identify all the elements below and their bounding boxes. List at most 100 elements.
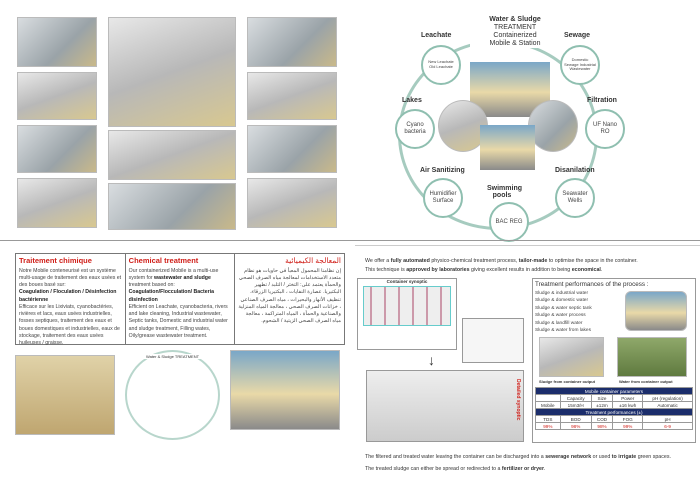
sewage-node: Domestic Sewage Industrial Wastewater [560,45,600,85]
text: to optimise the space in the container. [547,258,637,264]
intro-line-2: This technique is approved by laboratori… [365,267,602,273]
arrow-icon: ↓ [428,352,435,368]
performances-title: Treatment performances of the process : [535,281,693,288]
truck-photo [625,291,687,331]
cell: Power [613,395,643,402]
container-photo [17,178,97,228]
cell: Capacity [560,395,591,402]
cell: ±12m [591,402,613,409]
caption: Water from container output [619,379,673,384]
cell: COD [591,416,613,423]
node-label: Air Sanitizing [420,167,465,174]
text-bold: economical [572,267,601,273]
note-sludge: The treated sludge can either be spread … [365,466,546,472]
english-text: Efficient on Leachate, cyanobacteria, ri… [129,304,232,340]
cell: 99% [613,423,643,430]
cell: 98% [560,423,591,430]
note-water: The filtered and treated water leaving t… [365,454,671,460]
text-bold: approved by laboratories [406,267,469,273]
plant-render-photo [108,17,236,127]
node-label: Leachate [421,32,451,39]
filtration-node: UF Nano RO [585,109,625,149]
parameters-table: Mobile container parameters CapacitySize… [535,387,693,430]
detailed-synoptic: Detailed synoptic [366,370,524,442]
text-bold: to irrigate [612,454,636,460]
section-divider [355,245,700,246]
table-title: Treatment performances (±) [536,409,693,416]
detailed-synoptic-label: Detailed synoptic [515,379,521,420]
container-photo [17,125,97,173]
truck-photo [230,350,340,430]
text: The filtered and treated water leaving t… [365,454,545,460]
text: giving excellent results in addition to … [470,267,572,273]
text-bold: sewerage network [545,454,591,460]
cell: pH (regulation) [643,395,693,402]
container-photo [108,130,236,180]
container-photo [247,72,337,120]
text: The treated sludge can either be spread … [365,466,502,472]
node-label: Sewage [564,32,590,39]
cell: ±16 kwh [613,402,643,409]
cell: Automatic [643,402,693,409]
cell [536,395,561,402]
text: We offer a [365,258,391,264]
leachate-node: New Leachate Old Leachate [421,45,461,85]
french-bold: Coagulation / Floculation / Désinfection… [19,289,116,302]
cell: 15m3/H [560,402,591,409]
cell: 99% [536,423,561,430]
arabic-title: المعالجة الكيميائية [238,256,341,267]
container-photo [247,178,337,228]
container-photo [17,72,97,120]
sludge-output-photo [539,337,604,377]
french-title: Traitement chimique [19,256,122,267]
english-text: Our containerized Mobile is a multi-use … [129,268,232,290]
container-synoptic: Container synoptic [357,278,457,350]
text: physico-chemical treatment process, [430,258,519,264]
english-bold: Coagulation/Flocculation/ Bacteria disin… [129,289,214,302]
text: green spaces. [636,454,671,460]
english-title: Chemical treatment [129,256,232,267]
cell: 98% [591,423,613,430]
swimming-pools-node: BAC REG [489,202,529,242]
container-photo [247,17,337,67]
cell: Mobile [536,402,561,409]
tank-photo [108,183,236,230]
diagram-title: Water & Sludge TREATMENT Containerized M… [470,16,560,48]
cell: FOG [613,416,643,423]
container-photo [247,125,337,173]
french-text: Notre Mobile conteneurisé est un système… [19,268,122,290]
cell: TDS [536,416,561,423]
text: or used [591,454,612,460]
intro-line-1: We offer a fully automated physico-chemi… [365,258,638,264]
water-output-photo [617,337,687,377]
cell: pH [643,416,693,423]
cell: BOD [560,416,591,423]
node-label: Disanilation [555,167,595,174]
french-column: Traitement chimique Notre Mobile contene… [16,254,126,344]
synoptic-title: Container synoptic [358,279,456,284]
text: treatment based on: [129,282,175,288]
caption: Sludge from container output [539,379,595,384]
text-bold: wastewater and sludge [154,275,211,281]
process-drawing [462,318,524,363]
text: This technique is [365,267,406,273]
container-circle-photo [528,100,578,152]
plan-photo [17,17,97,67]
table-title: Mobile container parameters [536,388,693,395]
text-bold: fully automated [391,258,430,264]
node-label: Lakes [402,97,422,104]
cell: Size [591,395,613,402]
node-label: Filtration [587,97,617,104]
french-text: Efficace sur les Lixiviats, cyanobactéri… [19,304,122,348]
cell: 6-9 [643,423,693,430]
mini-diagram-title: Water & Sludge TREATMENT [127,354,218,359]
text: . [601,267,602,273]
chemical-treatment-table: Traitement chimique Notre Mobile contene… [15,253,345,345]
desalination-node: Seawater Wells [555,178,595,218]
performances-panel: Treatment performances of the process : … [532,278,696,443]
english-column: Chemical treatment Our containerized Mob… [126,254,236,344]
text: . [544,466,545,472]
blue-truck-photo [480,125,535,170]
lakes-node: Cyano bacteria [395,109,435,149]
container-exterior-photo [15,355,115,435]
